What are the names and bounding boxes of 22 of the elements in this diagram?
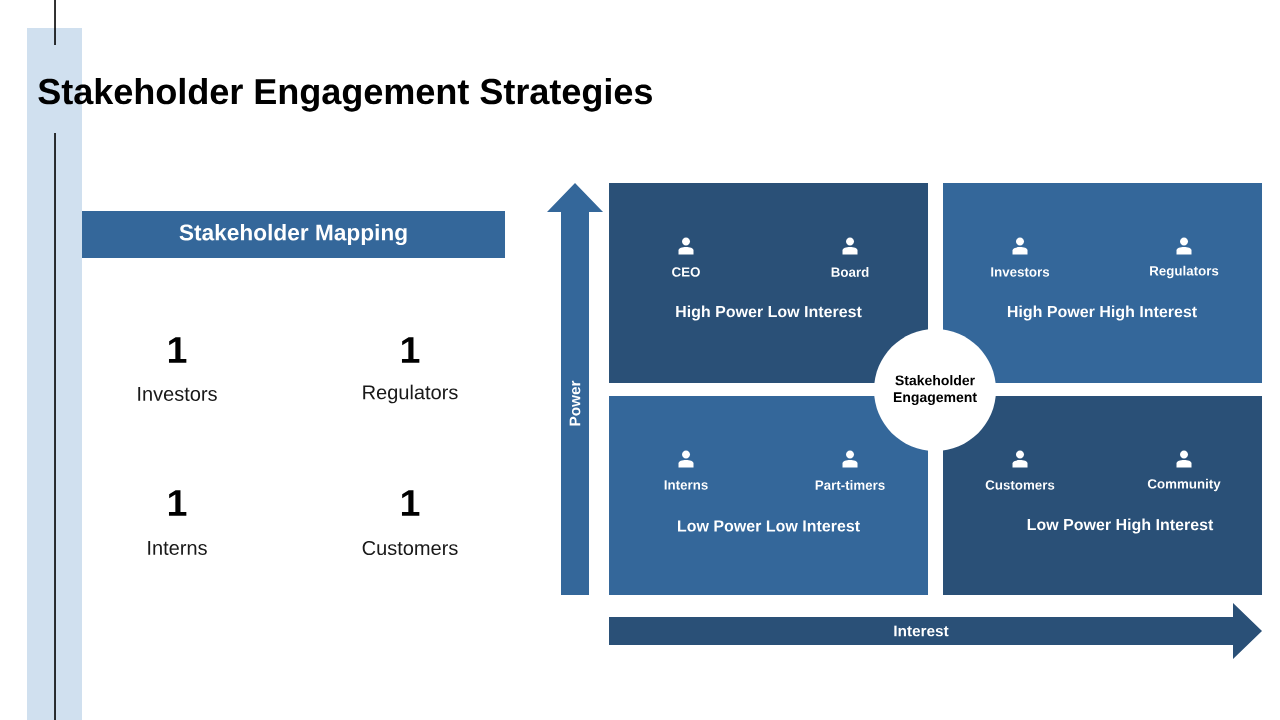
stakeholder-name: Board [831,267,869,277]
stat-number: 1 [401,490,420,516]
stat-label: Customers [362,540,458,556]
quadrant-title: High Power High Interest [1007,305,1197,321]
stakeholder-name: Interns [664,480,708,490]
title: Stakeholder Engagement Strategies [38,77,652,112]
quadrant-title: High Power Low Interest [676,305,862,321]
stakeholder-name: Investors [991,267,1050,277]
stat-label: Investors [138,387,217,401]
stakeholder-name: CEO [672,267,700,277]
section-header: Stakeholder Mapping [82,211,505,258]
stat-number: 1 [401,337,420,363]
stat-label: Regulators [363,384,458,404]
stakeholder-name: Community [1147,478,1221,492]
stakeholder-name: Part-timers [815,480,885,490]
quadrant-title: Low Power High Interest [1027,518,1214,534]
stat-number: 1 [168,337,187,363]
stakeholder-name: Customers [985,480,1055,490]
stakeholder-name: Regulators [1150,265,1219,279]
stat-label: Interns [148,541,207,555]
stat-number: 1 [168,490,187,516]
quadrant-title: Low Power Low Interest [678,520,860,532]
